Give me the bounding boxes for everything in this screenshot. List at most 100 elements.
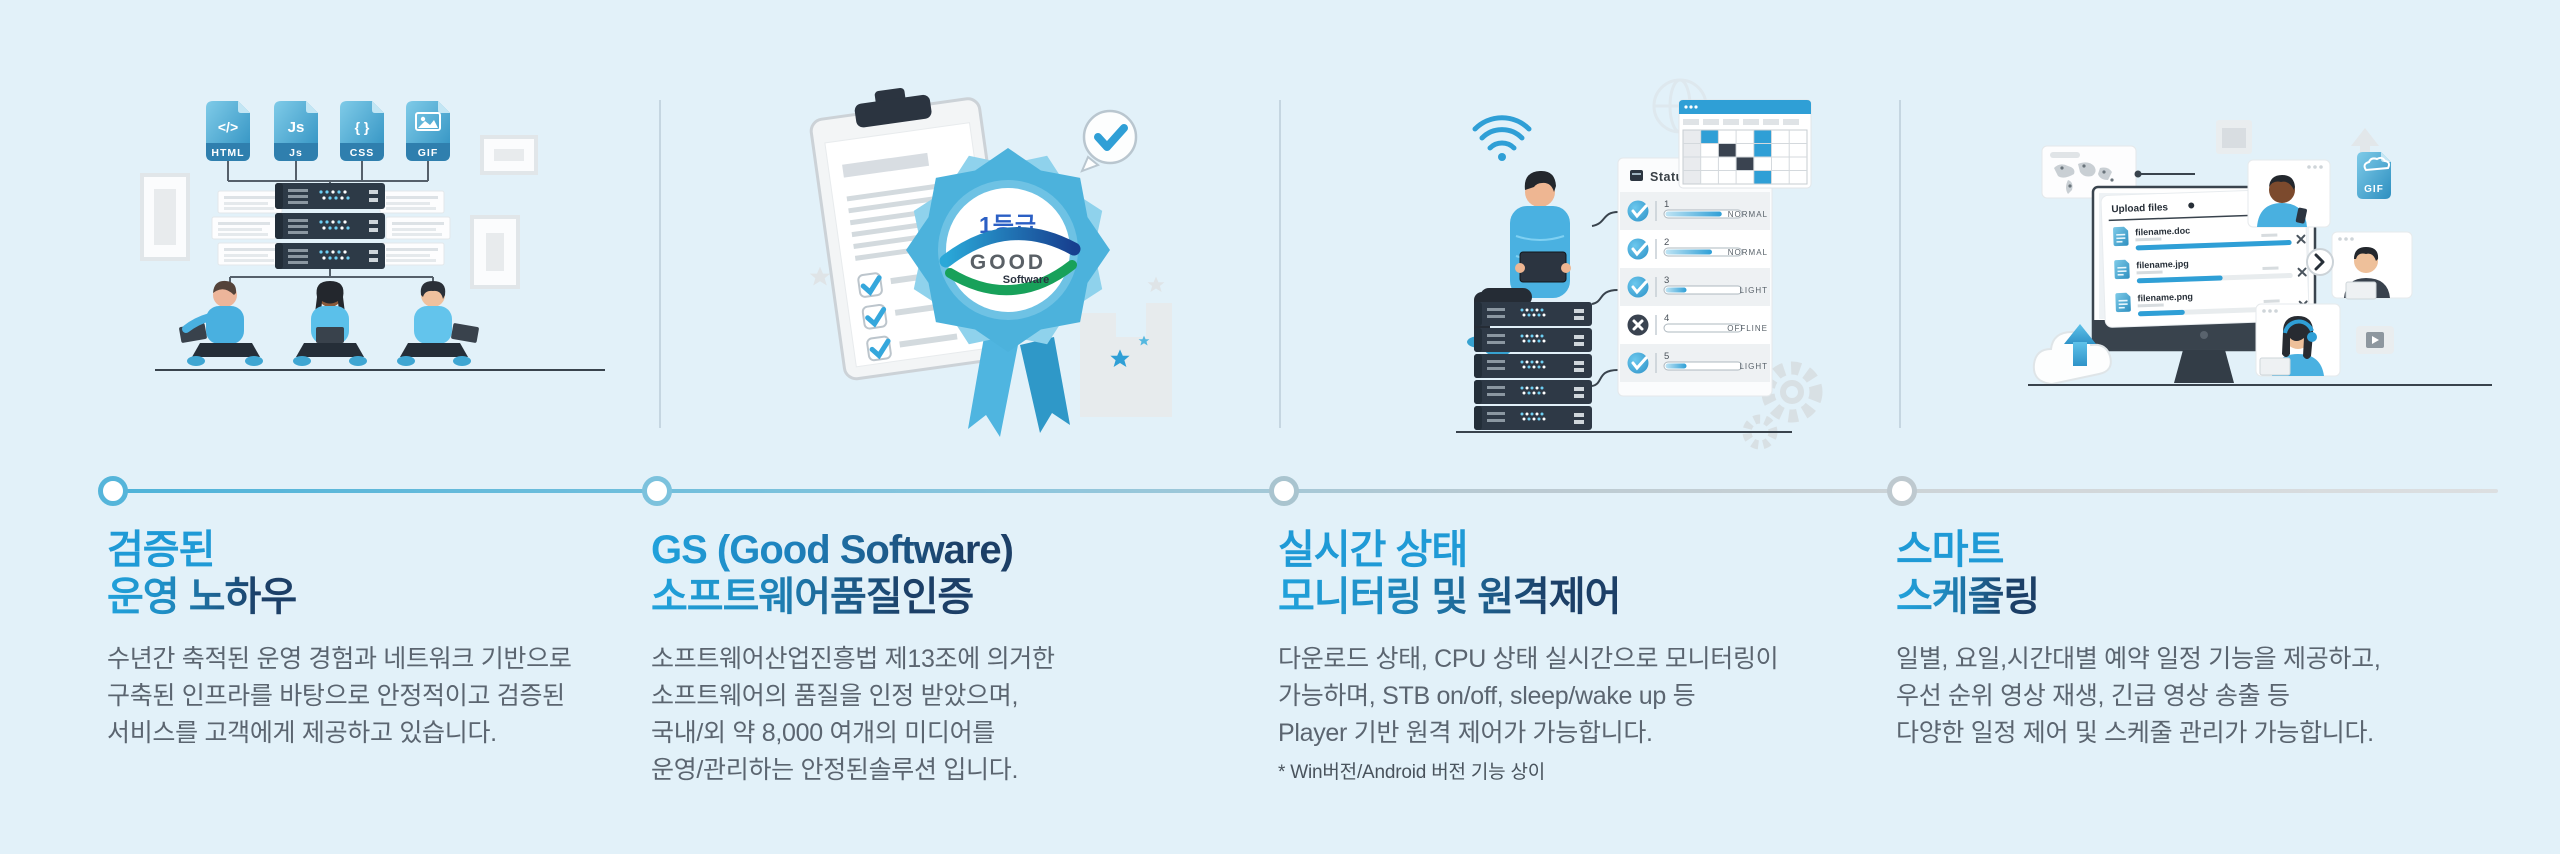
wall-frame (140, 135, 538, 289)
description-line: 다양한 일정 제어 및 스케줄 관리가 가능합니다. (1896, 719, 2374, 747)
file-type-icons: </> Js { } HTML Js CSS GIF (206, 101, 450, 161)
title-line-2: 스케줄링 (1896, 575, 2040, 619)
building-silhouette (1080, 303, 1172, 417)
description-line: 국내/외 약 8,000 여개의 미디어를 (651, 719, 995, 747)
server-stack (1474, 302, 1592, 430)
cpu-bar (1665, 287, 1687, 293)
headphones-icon (2283, 319, 2314, 334)
cloud-upload-icon (2032, 324, 2112, 386)
status-label: NORMAL (1728, 210, 1768, 219)
timeline-line (113, 489, 2498, 493)
timeline-marker (1887, 476, 1917, 506)
title-line-1: GS (Good Software) (651, 528, 1014, 572)
video-call-frame (2331, 231, 2413, 300)
cancel-upload-icon (2296, 234, 2306, 244)
html-label: HTML (211, 147, 244, 159)
description-line: 소프트웨어산업진흥법 제13조에 의거한 (651, 645, 1055, 673)
status-row: 2 NORMAL (1620, 230, 1770, 268)
panel-connectors (1591, 211, 1619, 387)
description-line: 다운로드 상태, CPU 상태 실시간으로 모니터링이 (1278, 645, 1779, 673)
description-line: 구축된 인프라를 바탕으로 안정적이고 검증된 (107, 682, 565, 710)
status-row: 3 LIGHT (1620, 268, 1770, 306)
css-glyph: { } (355, 119, 370, 135)
gif-file-icon: GIF (2357, 152, 2391, 199)
person-operator (1467, 170, 1571, 356)
description-line: 수년간 축적된 운영 경험과 네트워크 기반으로 (107, 645, 572, 673)
feature-description: 소프트웨어산업진흥법 제13조에 의거한 소프트웨어의 품질을 인정 받았으며,… (651, 641, 1055, 789)
cpu-bar (1665, 249, 1712, 255)
laptop (2259, 357, 2291, 376)
timeline-marker (1269, 476, 1299, 506)
upload-progress (2135, 240, 2292, 251)
feature-description: 다운로드 상태, CPU 상태 실시간으로 모니터링이 가능하며, STB on… (1278, 641, 1779, 752)
title-line-2: 모니터링 및 원격제어 (1278, 575, 1621, 619)
description-line: 일별, 요일,시간대별 예약 일정 기능을 제공하고, (1896, 645, 2381, 673)
divider (1899, 100, 1901, 428)
title-line-1: 검증된 (107, 528, 215, 572)
world-map-card (2041, 145, 2195, 199)
status-label: OFFLINE (1727, 324, 1768, 333)
person-developer-3 (397, 281, 479, 366)
ghost-decor (2216, 120, 2379, 160)
play-video-icon (2356, 326, 2394, 354)
status-row: 4 OFFLINE (1620, 306, 1770, 344)
file-name: filename.png (2137, 291, 2193, 303)
scheduling-illustration: Upload files filename.doc filename.jpg (2010, 40, 2510, 460)
device-number: 5 (1664, 351, 1669, 362)
js-glyph: Js (288, 119, 305, 136)
upload-panel-title: Upload files (2111, 202, 2168, 215)
upload-file-row: filename.jpg (2114, 259, 2307, 284)
logo-good-text: GOOD (970, 251, 1046, 274)
divider (1279, 100, 1281, 428)
cancel-upload-icon (2297, 267, 2307, 277)
check-bubble-icon (1080, 109, 1138, 173)
feature-footnote: * Win버전/Android 버전 기능 상이 (1278, 762, 1546, 783)
file-name: filename.jpg (2136, 259, 2189, 271)
upload-progress (2138, 309, 2185, 317)
file-name: filename.doc (2135, 226, 2190, 238)
description-line: 서비스를 고객에게 제공하고 있습니다. (107, 719, 497, 747)
status-panel: Status 1 NORMAL 2 NORMAL (1617, 157, 1773, 397)
feature-title: 실시간 상태 모니터링 및 원격제어 (1278, 527, 1621, 621)
schedule-calendar (1678, 99, 1812, 189)
gif-label: GIF (418, 147, 439, 159)
person-developer-1 (179, 280, 263, 366)
divider (659, 100, 661, 428)
feature-title: GS (Good Software) 소프트웨어품질인증 (651, 527, 1014, 621)
device-number: 3 (1664, 275, 1669, 286)
logo-swoosh-blue (939, 227, 1081, 268)
video-call-frame (2247, 159, 2331, 228)
cpu-bar (1665, 211, 1722, 217)
certificate-illustration: 1등급 GOOD Software (758, 45, 1178, 445)
monitoring-illustration: Status 1 NORMAL 2 NORMAL (1440, 40, 1900, 460)
upload-progress (2136, 275, 2223, 284)
html-glyph: </> (218, 119, 238, 135)
upload-file-row: filename.png (2115, 291, 2308, 317)
description-line: 가능하며, STB on/off, sleep/wake up 등 (1278, 682, 1696, 710)
feature-description: 수년간 축적된 운영 경험과 네트워크 기반으로 구축된 인프라를 바탕으로 안… (107, 641, 572, 752)
upload-file-row: filename.doc (2112, 226, 2306, 251)
checklist-item (866, 333, 958, 362)
css-label: CSS (350, 147, 375, 159)
title-line-2: 소프트웨어품질인증 (651, 575, 974, 619)
logo-swoosh-green (945, 260, 1077, 296)
js-label: Js (289, 147, 303, 159)
device-number: 1 (1664, 199, 1669, 210)
wifi-icon (1472, 115, 1532, 161)
description-line: 운영/관리하는 안정된솔루션 입니다. (651, 756, 1019, 784)
person-developer-2 (293, 281, 367, 366)
feature-description: 일별, 요일,시간대별 예약 일정 기능을 제공하고, 우선 순위 영상 재생,… (1896, 641, 2381, 752)
device-number: 4 (1664, 313, 1669, 324)
device-number: 2 (1664, 237, 1669, 248)
ribbon-tails (968, 337, 1070, 437)
server-rack (275, 183, 385, 269)
title-line-2: 운영 노하우 (107, 575, 297, 619)
chevron-right-icon (2306, 248, 2334, 276)
description-line: 우선 순위 영상 재생, 긴급 영상 송출 등 (1896, 682, 2290, 710)
feature-title: 스마트 스케줄링 (1896, 527, 2040, 621)
description-line: 소프트웨어의 품질을 인정 받았으며, (651, 682, 1019, 710)
timeline-marker (98, 476, 128, 506)
status-row: 5 LIGHT (1620, 344, 1770, 382)
rosette-badge: 1등급 GOOD Software (906, 148, 1110, 352)
